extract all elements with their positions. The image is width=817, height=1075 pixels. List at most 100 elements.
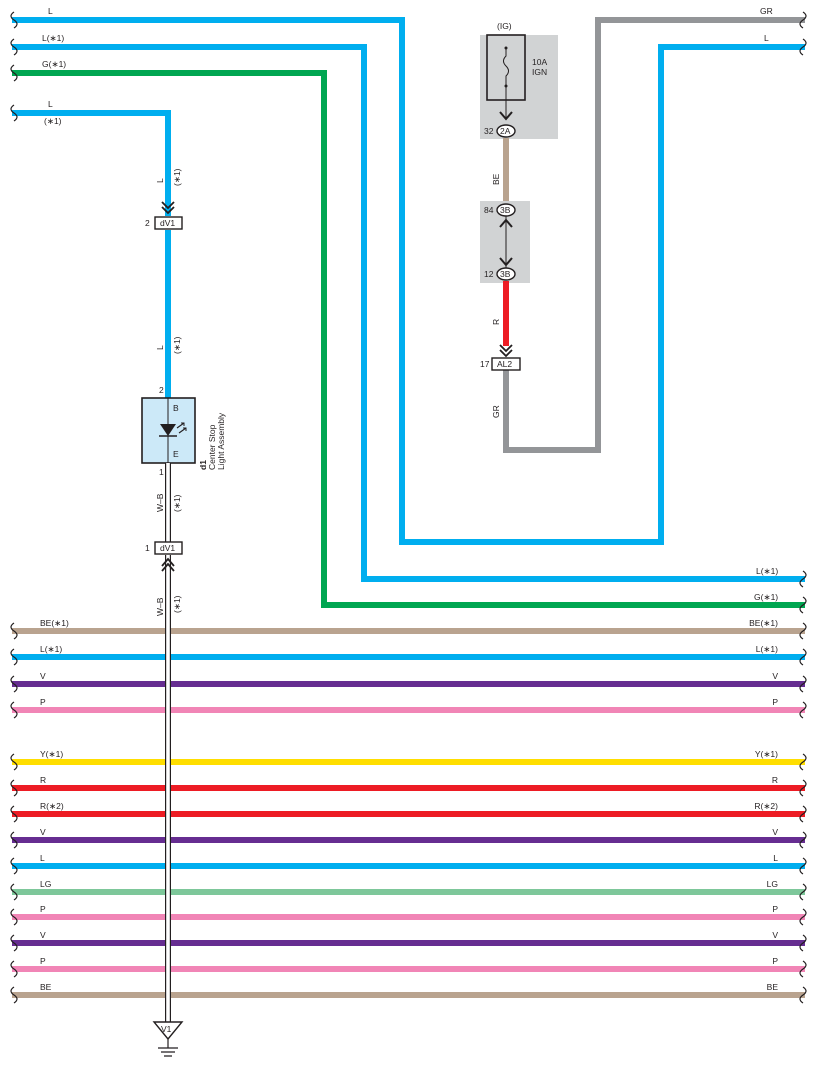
double-arrow-up-icon [161, 557, 175, 572]
gr-right-label: GR [760, 6, 773, 16]
bus-wire-left-label: P [40, 697, 46, 707]
wire-l-to-lamp [12, 110, 171, 216]
bus-wire-left-label: Y(∗1) [40, 749, 63, 759]
bus-wire-right-label: BE(∗1) [749, 618, 778, 628]
wire1-left-label: L [48, 6, 53, 16]
bus-wire-right-label: R [772, 775, 778, 785]
wire-break-left [10, 805, 18, 823]
wire-wb-upper-label: W–B [155, 493, 165, 512]
wire-break-right [799, 960, 807, 978]
bus-wire-right-label: BE [767, 982, 779, 992]
wire-break-left [10, 960, 18, 978]
wire-g1-loop [12, 70, 805, 608]
wire-r-label: R [491, 319, 501, 325]
wire-break-left [10, 883, 18, 901]
connector-al2 [491, 357, 521, 371]
lamp-name-line2: Light Assembly [216, 412, 226, 470]
wire-break-left [10, 779, 18, 797]
bus-wire-right-label: L(∗1) [756, 644, 778, 654]
connector-dv1-top-pin: 2 [145, 218, 150, 228]
bus-wire-right-label: R(∗2) [754, 801, 778, 811]
wire-break-right [799, 622, 807, 640]
bus-wire-left-label: P [40, 956, 46, 966]
wire-l-upper-note: (∗1) [172, 168, 182, 186]
connector-dv1-bottom-code: dV1 [160, 543, 175, 553]
connector-3b-bottom-code: 3B [500, 269, 511, 279]
bus-wire-left-label: V [40, 671, 46, 681]
wire-break-left [10, 648, 18, 666]
double-arrow-icon [161, 201, 175, 215]
wire-l-upper-label: L [155, 178, 165, 183]
wire-break-right [799, 675, 807, 693]
wire-break-right [799, 831, 807, 849]
l-right-label: L [764, 33, 769, 43]
bus-wire-right-label: P [772, 904, 778, 914]
wire-break-right [799, 934, 807, 952]
wire-gr-label: GR [491, 405, 501, 418]
right-wire-breaks [799, 11, 807, 614]
wire-gr-loop [503, 17, 805, 453]
left-wire-breaks [10, 11, 18, 122]
wire-break-left [10, 831, 18, 849]
wire-break-left [10, 675, 18, 693]
connector-dv1-top [154, 216, 183, 230]
led-icon [160, 424, 176, 436]
bus-wire-left-label: V [40, 827, 46, 837]
connector-dv1-top-code: dV1 [160, 218, 175, 228]
wire-break-left [10, 934, 18, 952]
lamp-pin-b: B [173, 403, 179, 413]
fuse-box-background [480, 35, 558, 139]
fuse-supply-label: (IG) [497, 21, 512, 31]
connector-3b-top-pin: 84 [484, 205, 494, 215]
wire-break-right [799, 701, 807, 719]
bus-wire-right-label: Y(∗1) [755, 749, 778, 759]
bus-wire-right-label: V [772, 671, 778, 681]
lamp-name-line1: Center Stop [207, 424, 217, 470]
wire-wb-upper-note: (∗1) [172, 494, 182, 512]
arrow-down-icon [499, 111, 513, 121]
ground-icon [158, 1047, 178, 1057]
fuse-name: IGN [532, 67, 547, 77]
wire-l-mid-label: L [155, 345, 165, 350]
lamp-pin-top: 2 [159, 385, 164, 395]
light-rays-icon [176, 422, 187, 434]
fuse-icon [503, 48, 509, 100]
bus-wire-left-label: R [40, 775, 46, 785]
connector-2a-pin: 32 [484, 126, 494, 136]
lamp-pin-e: E [173, 449, 179, 459]
bus-wire-right-label: P [772, 956, 778, 966]
wire-break-left [10, 701, 18, 719]
wire-break-left [10, 986, 18, 1004]
arrow-down-icon [499, 257, 513, 267]
wire-break-right [799, 857, 807, 875]
connector-dv1-bottom-pin: 1 [145, 543, 150, 553]
bus-wire-left-label: LG [40, 879, 51, 889]
wire-l-loop [12, 17, 805, 545]
bus-wire-left-label: BE [40, 982, 52, 992]
bus-wire-left-label: V [40, 930, 46, 940]
wire-be-label: BE [491, 173, 501, 185]
wire3-left-label: G(∗1) [42, 59, 66, 69]
bus-wire-right-label: V [772, 930, 778, 940]
lamp-id: d1 [198, 460, 208, 470]
wire-break-right [799, 648, 807, 666]
wire-break-right [799, 779, 807, 797]
ground-v1-triangle [152, 1021, 184, 1041]
ground-v1-code: V1 [161, 1024, 172, 1034]
connector-al2-pin: 17 [480, 359, 490, 369]
bus-wire-right-label: P [772, 697, 778, 707]
bus-wire-left-label: P [40, 904, 46, 914]
bus-wire-right-label: LG [767, 879, 778, 889]
wire-l-mid-note: (∗1) [172, 336, 182, 354]
wire-wb-lower-note: (∗1) [172, 595, 182, 613]
bus-wire-left-label: L [40, 853, 45, 863]
wire3-right-label: G(∗1) [754, 592, 778, 602]
connector-3b-top-code: 3B [500, 205, 511, 215]
wire-break-right [799, 908, 807, 926]
double-arrow-icon [499, 344, 513, 358]
wire-l1-loop [12, 44, 805, 582]
bus-wire-right-label: L [773, 853, 778, 863]
connector-2a [496, 124, 516, 138]
